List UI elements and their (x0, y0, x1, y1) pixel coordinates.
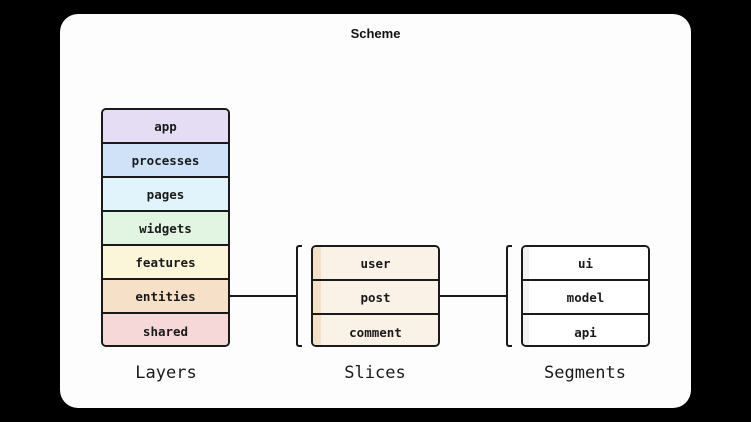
diagram-title: Scheme (350, 26, 401, 41)
layers-label: Layers (135, 363, 197, 383)
layer-widgets: widgets (103, 212, 228, 246)
slices-bracket (296, 245, 302, 347)
segments-stack: ui model api (521, 245, 650, 347)
slices-stack: user post comment (311, 245, 440, 347)
slices-label: Slices (344, 363, 406, 383)
layer-shared: shared (103, 314, 228, 345)
layers-stack: app processes pages widgets features ent… (101, 108, 230, 347)
layer-features: features (103, 246, 228, 280)
segment-ui: ui (523, 247, 648, 281)
layer-app: app (103, 110, 228, 144)
layer-pages: pages (103, 178, 228, 212)
slice-comment: comment (313, 315, 438, 345)
segment-model: model (523, 281, 648, 315)
layer-entities: entities (103, 280, 228, 314)
slices-to-segments-connector (440, 295, 506, 297)
segment-api: api (523, 315, 648, 345)
segments-bracket (506, 245, 512, 347)
segments-label: Segments (544, 363, 626, 383)
slice-user: user (313, 247, 438, 281)
layer-processes: processes (103, 144, 228, 178)
layers-to-slices-connector (230, 295, 296, 297)
slice-post: post (313, 281, 438, 315)
